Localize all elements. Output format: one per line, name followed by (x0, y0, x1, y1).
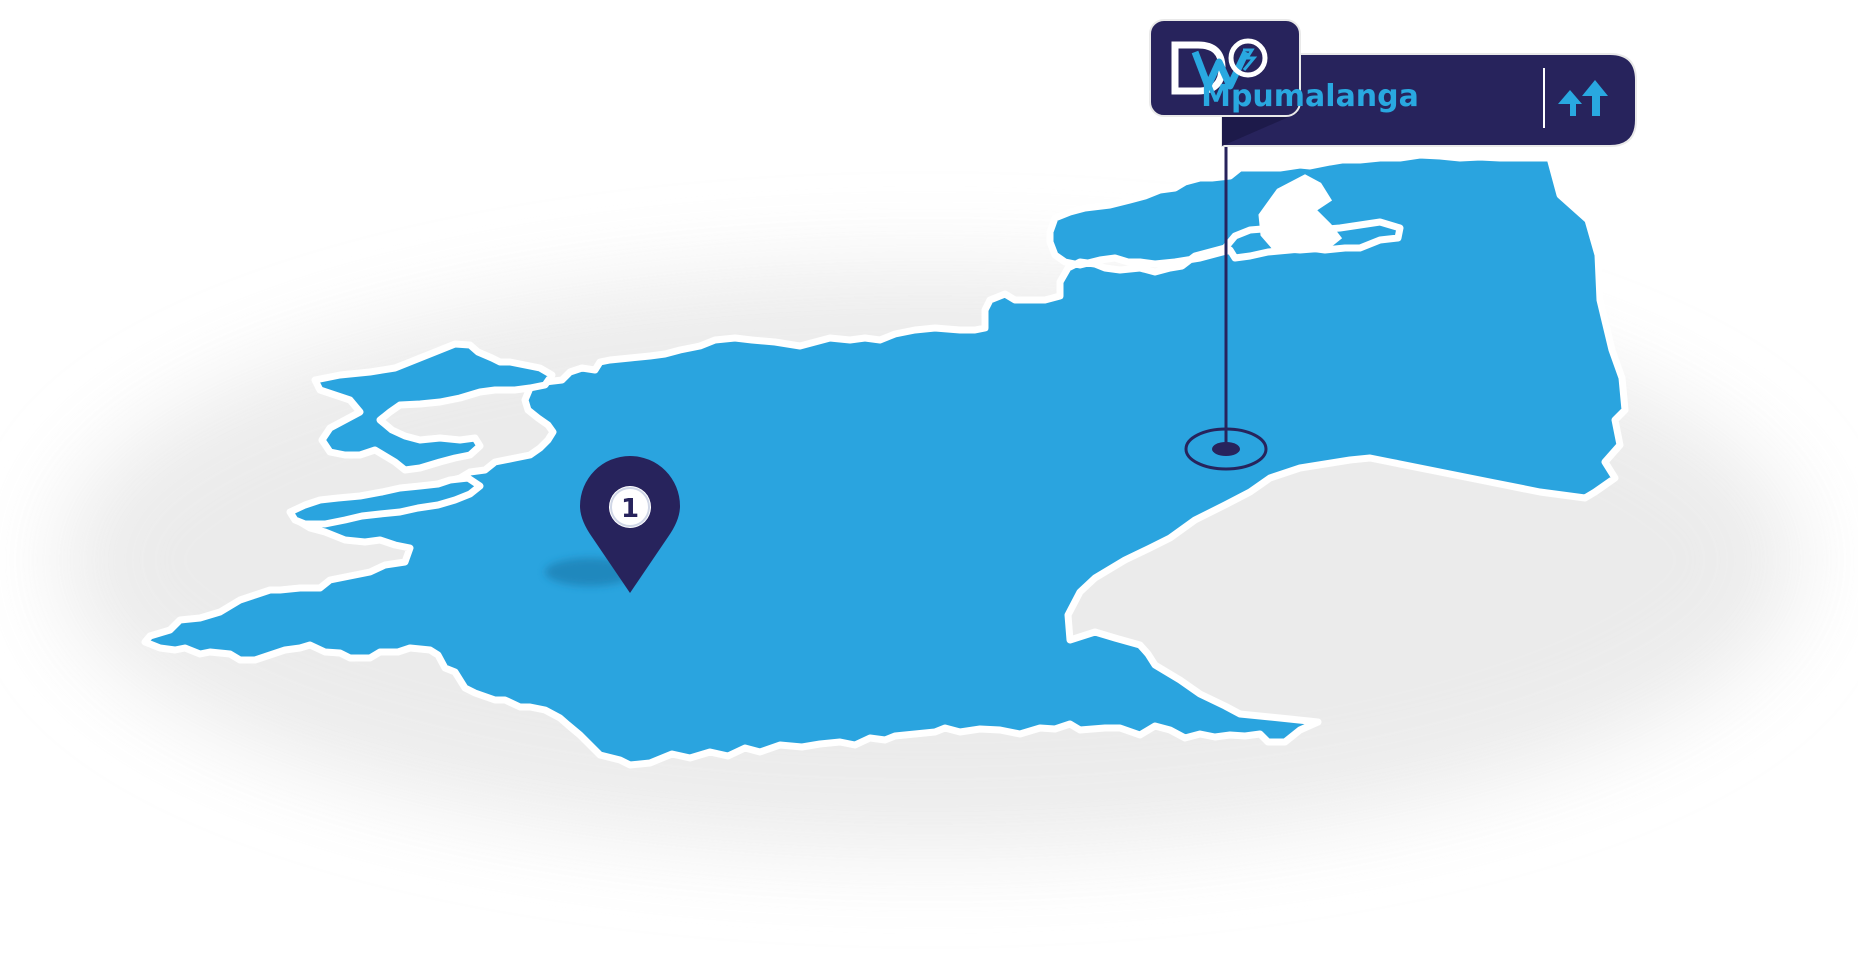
numbered-pin[interactable]: 1 (545, 456, 680, 593)
region-sw-peninsula (286, 474, 484, 528)
double-up-arrow-icon[interactable] (1558, 80, 1608, 116)
flag-banner (1221, 53, 1637, 147)
region-name-label: Mpumalanga (1201, 79, 1419, 114)
region-west-inlets (311, 340, 556, 474)
region-ne-inlet (1258, 174, 1343, 254)
region-flag[interactable]: Mpumalanga (1149, 19, 1637, 147)
flag-fold (1222, 112, 1300, 146)
dw-logo (1171, 38, 1268, 95)
pin-number: 1 (621, 494, 639, 524)
pin-badge (609, 486, 651, 528)
